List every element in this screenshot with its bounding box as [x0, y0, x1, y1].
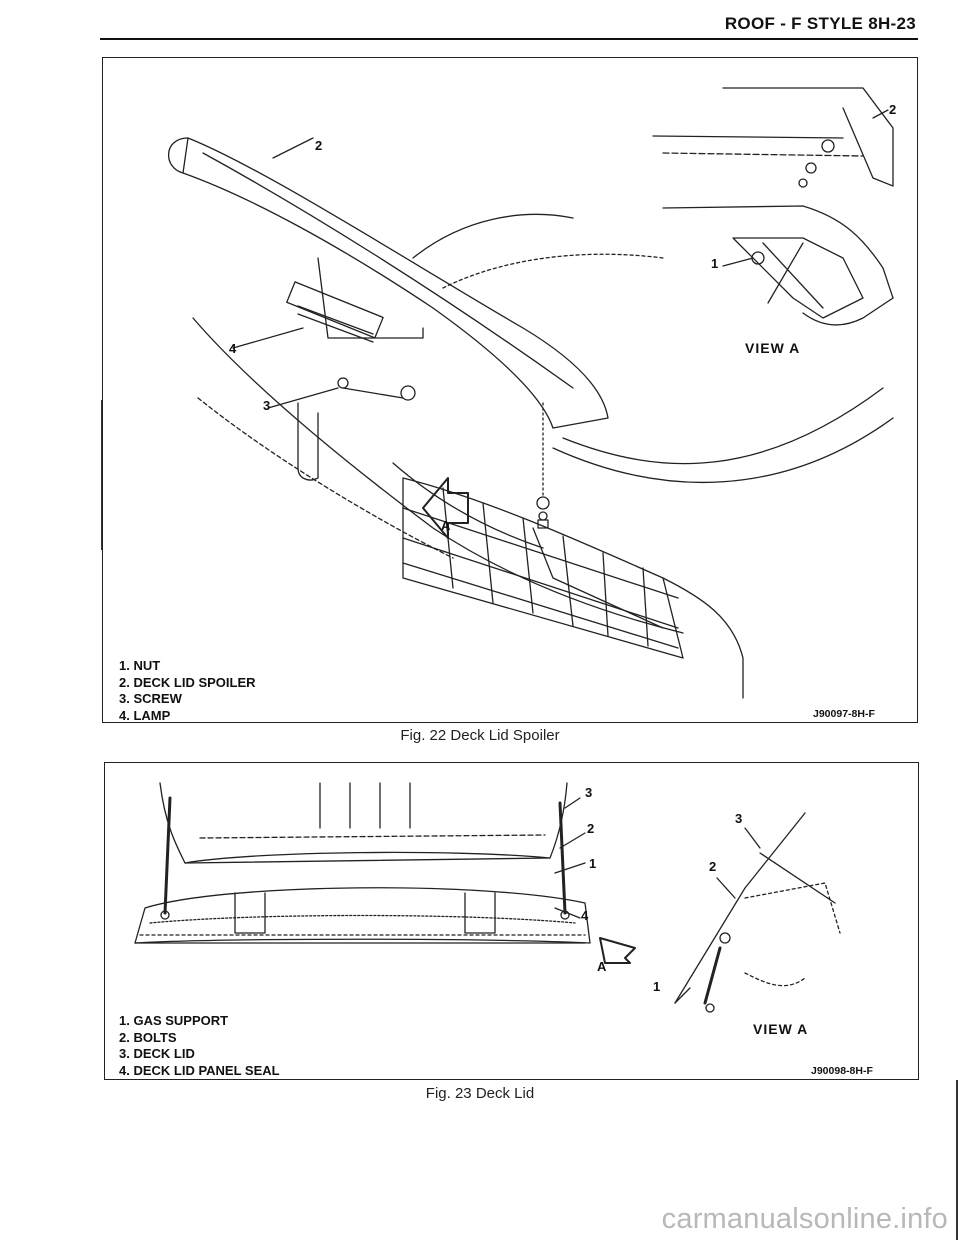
fig23-code: J90098-8H-F — [811, 1065, 873, 1077]
fig23-arrow-letter: A — [597, 959, 607, 974]
page-header-title: ROOF - F STYLE 8H-23 — [724, 14, 916, 33]
fig23-legend-item: 1. GAS SUPPORT — [119, 1013, 229, 1028]
fig22-callout-4: 4 — [229, 341, 237, 356]
left-margin-mark — [101, 400, 103, 550]
fig23-legend: 1. GAS SUPPORT 2. BOLTS 3. DECK LID 4. D… — [119, 1013, 280, 1079]
fig23-callout-1-view: 1 — [653, 979, 661, 994]
fig22-callout-2-view: 2 — [889, 102, 897, 117]
figure-22-frame: 2 4 3 1 2 A VIEW A 1. NUT 2. DECK LID SP… — [102, 57, 918, 723]
deck-lid-spoiler-illustration — [167, 87, 894, 699]
fig22-arrow-letter: A — [441, 518, 451, 533]
deck-lid-illustration — [134, 782, 841, 1013]
fig23-caption: Fig. 23 Deck Lid — [425, 1085, 535, 1102]
header-rule — [100, 38, 918, 40]
fig22-callout-3: 3 — [263, 398, 271, 413]
figure-23-frame: 3 2 1 4 A 3 2 1 VIEW A 1. GAS SUPPORT 2.… — [104, 762, 919, 1080]
fig23-callout-2: 2 — [587, 821, 595, 836]
fig22-legend-item: 1. NUT — [119, 658, 161, 673]
fig23-callout-4: 4 — [581, 908, 589, 923]
fig22-legend-item: 2. DECK LID SPOILER — [119, 674, 256, 690]
fig23-callout-3: 3 — [585, 785, 593, 800]
fig23-callout-3-view: 3 — [735, 811, 743, 826]
fig23-legend-item: 2. BOLTS — [119, 1029, 177, 1045]
fig22-callout-1-view: 1 — [711, 256, 719, 271]
fig22-legend-item: 4. LAMP — [119, 707, 171, 723]
watermark: carmanualsonline.info — [661, 1203, 948, 1235]
fig22-view-label: VIEW A — [745, 340, 801, 356]
fig23-view-label: VIEW A — [753, 1021, 809, 1037]
fig22-caption: Fig. 22 Deck Lid Spoiler — [400, 727, 560, 744]
fig23-legend-item: 4. DECK LID PANEL SEAL — [119, 1062, 280, 1078]
fig23-callout-2-view: 2 — [709, 859, 717, 874]
right-margin-mark — [956, 1080, 958, 1240]
fig22-legend-item: 3. SCREW — [119, 691, 182, 706]
fig23-legend-item: 3. DECK LID — [119, 1046, 195, 1061]
fig22-callout-2: 2 — [315, 138, 323, 153]
fig22-legend: 1. NUT 2. DECK LID SPOILER 3. SCREW 4. L… — [119, 658, 256, 724]
fig22-code: J90097-8H-F — [813, 708, 875, 720]
fig23-callout-1: 1 — [589, 856, 597, 871]
